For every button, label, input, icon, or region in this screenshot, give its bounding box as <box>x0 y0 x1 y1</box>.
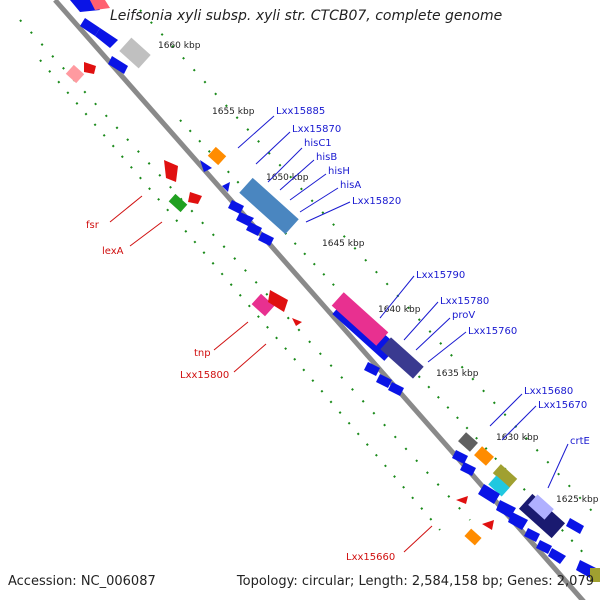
gene-feature-olive <box>492 464 518 488</box>
gene-feature-magenta-large <box>331 292 389 346</box>
gene-label: hisB <box>316 152 337 163</box>
gene-label: Lxx15885 <box>276 106 325 117</box>
gene-feature-blue-1640-a <box>364 362 380 376</box>
gene-feature-blue-1625-b <box>508 512 528 530</box>
gene-label: Lxx15660 <box>346 552 395 563</box>
gene-feature-his-2 <box>236 212 254 226</box>
dotted-track-outer-left <box>19 19 471 521</box>
gene-label: Lxx15870 <box>292 124 341 135</box>
leader-line <box>403 301 439 341</box>
gene-feature-his-1 <box>228 200 244 214</box>
gene-feature-red-lower-2 <box>482 520 494 530</box>
gene-feature-top-4 <box>95 28 118 48</box>
scale-tick-label: 1655 kbp <box>212 107 255 117</box>
genome-summary-text: Topology: circular; Length: 2,584,158 bp… <box>236 574 594 589</box>
scale-tick-label: 1660 kbp <box>158 41 201 51</box>
gene-feature-gray <box>119 37 151 69</box>
dotted-track-inner-left <box>39 59 441 531</box>
gene-feature-his-4 <box>258 232 274 246</box>
gene-feature-fsr <box>164 160 178 182</box>
leader-line <box>427 331 467 363</box>
gene-feature-red-tiny <box>292 318 302 326</box>
gene-label: Lxx15820 <box>352 196 401 207</box>
gene-label: Lxx15780 <box>440 296 489 307</box>
genome-backbone <box>53 0 586 600</box>
gene-feature-navy-1 <box>380 337 424 379</box>
gene-feature-tnp <box>251 293 275 317</box>
gene-label: hisC1 <box>304 138 332 149</box>
gene-label: hisH <box>328 166 350 177</box>
gene-feature-top-5 <box>108 56 128 74</box>
gene-feature-blue-1630-b <box>460 462 476 476</box>
gene-feature-red-lower-1 <box>456 496 468 504</box>
gene-feature-top-2 <box>90 0 110 10</box>
gene-label: Lxx15670 <box>538 400 587 411</box>
accession-text: Accession: NC_006087 <box>8 574 156 589</box>
scale-tick-label: 1640 kbp <box>378 305 421 315</box>
gene-label: Lxx15760 <box>468 326 517 337</box>
leader-line <box>267 147 303 183</box>
leader-line <box>213 321 249 351</box>
leader-line <box>289 173 327 201</box>
gene-feature-lexA <box>168 193 188 213</box>
scale-tick-label: 1635 kbp <box>436 369 479 379</box>
gene-feature-orange <box>207 146 227 166</box>
gene-label: Lxx15790 <box>416 270 465 281</box>
gene-feature-orange-2 <box>474 446 494 466</box>
leader-line <box>403 525 433 553</box>
gene-feature-blue-small <box>200 160 212 172</box>
dotted-track-outer-right <box>139 9 600 521</box>
gene-feature-blue-1630-c <box>478 484 500 504</box>
gene-label: proV <box>452 310 475 321</box>
gene-feature-blue-1625-c <box>566 518 584 534</box>
gene-feature-his-3 <box>246 222 262 236</box>
leader-line <box>255 131 291 165</box>
gene-feature-blue-1625-a <box>496 500 516 518</box>
gene-feature-blue-1625-f <box>548 548 566 564</box>
leader-line <box>547 443 569 489</box>
gene-feature-pink <box>65 64 85 84</box>
scale-tick-label: 1625 kbp <box>556 495 599 505</box>
gene-label: crtE <box>570 436 590 447</box>
gene-feature-orange-3 <box>464 528 482 546</box>
gene-feature-lavender <box>528 494 554 520</box>
leader-line <box>299 187 339 213</box>
gene-label: Lxx15800 <box>180 370 229 381</box>
scale-tick-label: 1645 kbp <box>322 239 365 249</box>
gene-feature-red-lexA <box>188 192 202 204</box>
map-title: Leifsonia xyli subsp. xyli str. CTCB07, … <box>110 8 503 24</box>
leader-line <box>129 221 163 247</box>
gene-label: lexA <box>102 246 124 257</box>
gene-feature-tnp-red <box>268 290 288 312</box>
leader-line <box>237 115 275 149</box>
gene-feature-blue-1625-d <box>524 528 540 542</box>
gene-feature-blue-1630-a <box>452 450 468 464</box>
leader-line <box>305 201 351 223</box>
leader-line <box>415 317 451 351</box>
leader-line <box>279 159 315 191</box>
gene-feature-cyan <box>488 475 510 497</box>
gene-feature-top-3 <box>80 18 100 36</box>
leader-line <box>489 393 523 427</box>
gene-feature-hisC1-block <box>239 177 299 235</box>
gene-label: Lxx15680 <box>524 386 573 397</box>
scale-tick-label: 1650 kbp <box>266 173 309 183</box>
gene-label: fsr <box>86 220 100 231</box>
gene-label: tnp <box>194 348 211 359</box>
leader-line <box>233 343 267 373</box>
gene-feature-blue-1625-e <box>536 540 552 554</box>
gene-feature-gray-2 <box>458 432 478 452</box>
scale-tick-label: 1630 kbp <box>496 433 539 443</box>
gene-feature-olive-2 <box>590 568 600 582</box>
gene-feature-red-top <box>84 62 96 74</box>
gene-feature-blue-1640-c <box>388 382 404 396</box>
leader-line <box>501 405 537 441</box>
gene-feature-blue-1640-b <box>376 374 392 388</box>
leader-line <box>109 195 143 223</box>
gene-feature-blue-tiny <box>222 182 230 192</box>
leader-line <box>379 275 415 319</box>
gene-label: hisA <box>340 180 361 191</box>
